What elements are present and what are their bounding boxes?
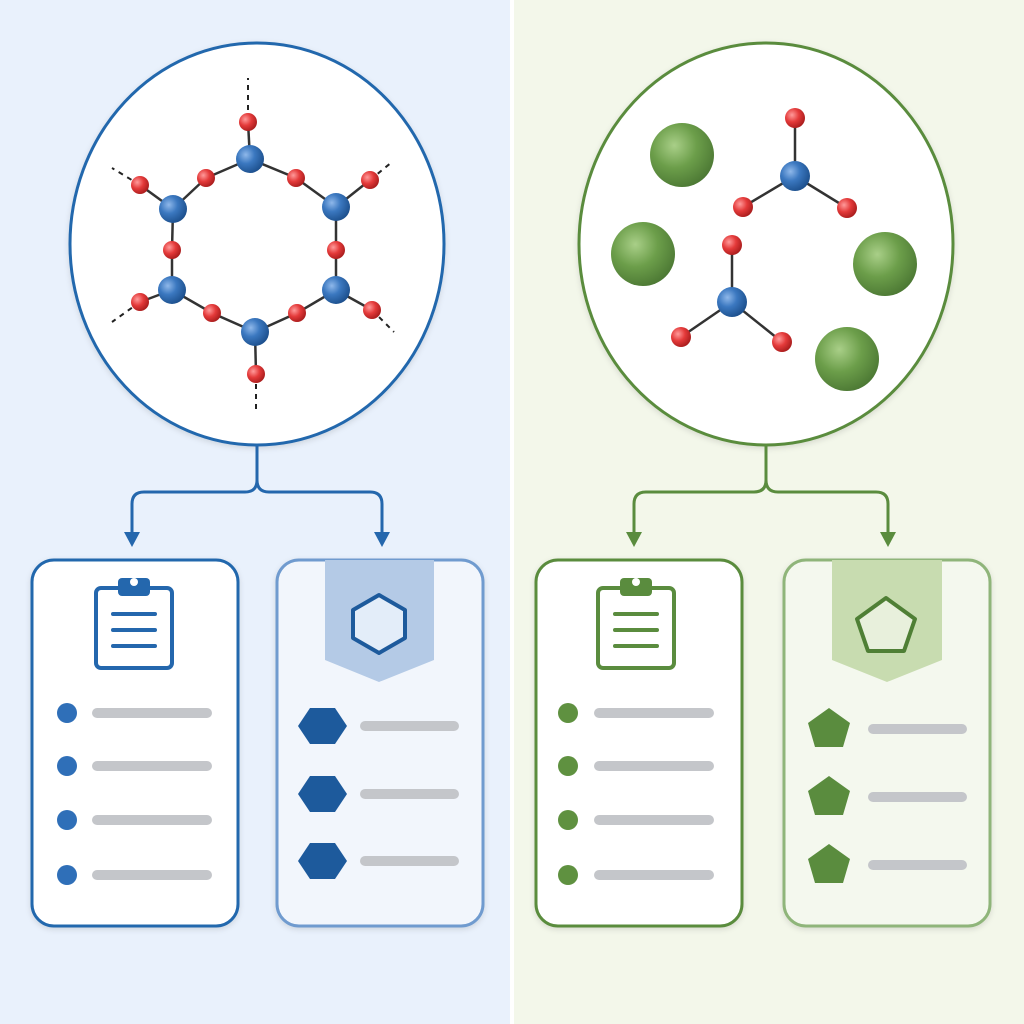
molecule [671, 235, 792, 352]
red-atom [287, 169, 305, 187]
left-branch-arrows [130, 445, 384, 532]
red-atom [163, 241, 181, 259]
list-item [558, 703, 714, 723]
right-panel [534, 41, 992, 928]
left-shape-card [275, 558, 485, 928]
blue-atom [717, 287, 747, 317]
red-atom [733, 197, 753, 217]
list-item [57, 756, 212, 776]
hexagon-icon [298, 776, 347, 812]
red-atom [772, 332, 792, 352]
properties-list [558, 703, 714, 885]
red-atom [671, 327, 691, 347]
list-item [57, 865, 212, 885]
right-branch-arrows [632, 445, 890, 532]
blue-atom [322, 193, 350, 221]
list-item [298, 843, 459, 879]
hexagon-ring-structure [111, 78, 395, 414]
red-atom [131, 293, 149, 311]
list-item [808, 844, 967, 883]
list-item [558, 865, 714, 885]
arrow-head [124, 532, 140, 547]
pentagon-icon [808, 844, 850, 883]
pentagon-icon [855, 596, 917, 653]
green-ion [853, 232, 917, 296]
arrow-head [880, 532, 896, 547]
red-atoms [131, 113, 381, 383]
hexagon-icon [298, 708, 347, 744]
blue-atom [159, 195, 187, 223]
right-properties-card [534, 558, 744, 928]
right-shape-card [782, 558, 992, 928]
arrow-head [626, 532, 642, 547]
left-panel [30, 41, 485, 928]
blue-atom [780, 161, 810, 191]
list-item [558, 810, 714, 830]
hexagon-icon [351, 593, 407, 655]
list-item [558, 756, 714, 776]
blue-atom [236, 145, 264, 173]
red-atom [785, 108, 805, 128]
left-properties-card [30, 558, 240, 928]
list-item [57, 810, 212, 830]
blue-atom [158, 276, 186, 304]
list-item [57, 703, 212, 723]
clipboard-icon [596, 578, 676, 670]
red-atom [837, 198, 857, 218]
green-ion [650, 123, 714, 187]
red-atom [239, 113, 257, 131]
ions-and-molecules-structure [611, 108, 917, 391]
arrow-head [374, 532, 390, 547]
green-ions [611, 123, 917, 391]
green-ion [611, 222, 675, 286]
list-item [808, 708, 967, 747]
list-item [298, 776, 459, 812]
pentagon-icon [808, 776, 850, 815]
shape-list [808, 708, 967, 883]
red-atom [722, 235, 742, 255]
red-atom [363, 301, 381, 319]
red-atom [203, 304, 221, 322]
red-atom [247, 365, 265, 383]
clipboard-icon [94, 578, 174, 670]
blue-atoms [158, 145, 350, 346]
list-item [298, 708, 459, 744]
green-ion [815, 327, 879, 391]
blue-atom [322, 276, 350, 304]
red-atom [288, 304, 306, 322]
pentagon-icon [808, 708, 850, 747]
properties-list [57, 703, 212, 885]
red-atom [131, 176, 149, 194]
red-atom [327, 241, 345, 259]
hexagon-icon [298, 843, 347, 879]
red-atom [197, 169, 215, 187]
red-atom [361, 171, 379, 189]
shape-list [298, 708, 459, 879]
list-item [808, 776, 967, 815]
blue-atom [241, 318, 269, 346]
molecule [733, 108, 857, 218]
